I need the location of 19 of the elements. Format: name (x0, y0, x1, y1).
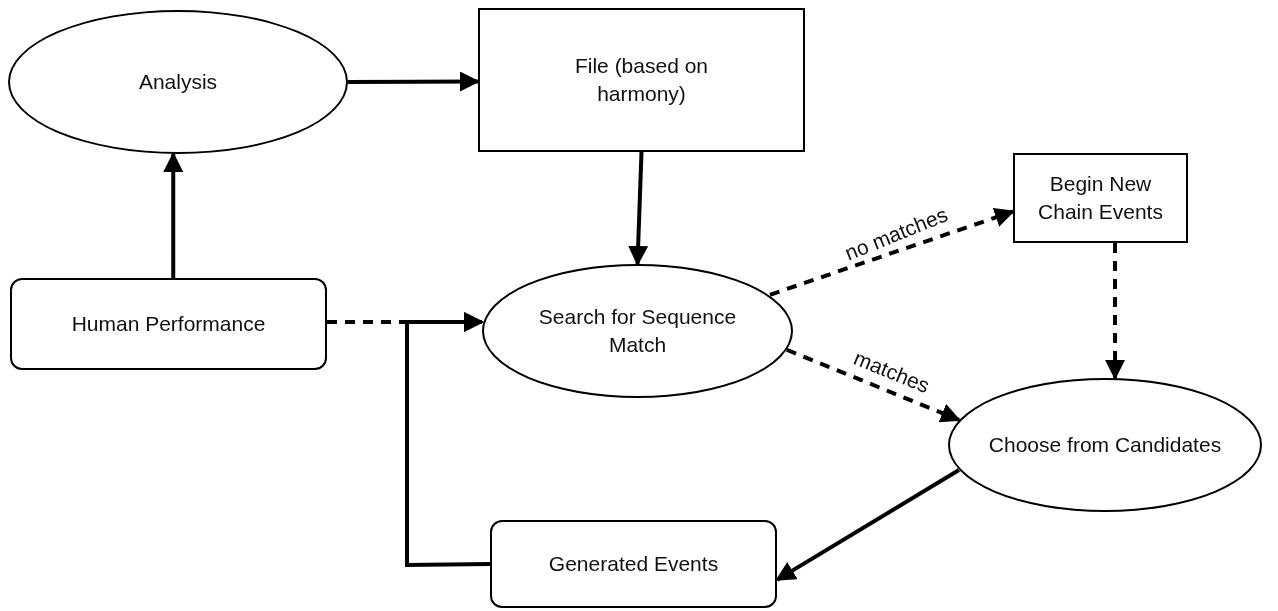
arrow (786, 347, 961, 423)
node-label: Analysis (138, 68, 218, 95)
node-label: Begin New Chain Events (1037, 170, 1164, 225)
node-label: Choose from Candidates (988, 431, 1222, 458)
process-box (1013, 153, 1188, 243)
rounded-box (490, 520, 777, 608)
arrow (405, 312, 491, 568)
arrow (628, 151, 649, 266)
node-label: Human Performance (71, 310, 266, 337)
rounded-box (10, 278, 327, 370)
node-label: Search for Sequence Match (537, 303, 738, 358)
node-label: Generated Events (548, 550, 719, 577)
arrow (1105, 243, 1126, 380)
arrow (163, 152, 184, 278)
node-label: File (based on harmony) (573, 52, 710, 107)
arrow (348, 71, 480, 92)
arrow (769, 207, 1015, 297)
process-box (478, 8, 805, 152)
arrow (775, 468, 961, 582)
